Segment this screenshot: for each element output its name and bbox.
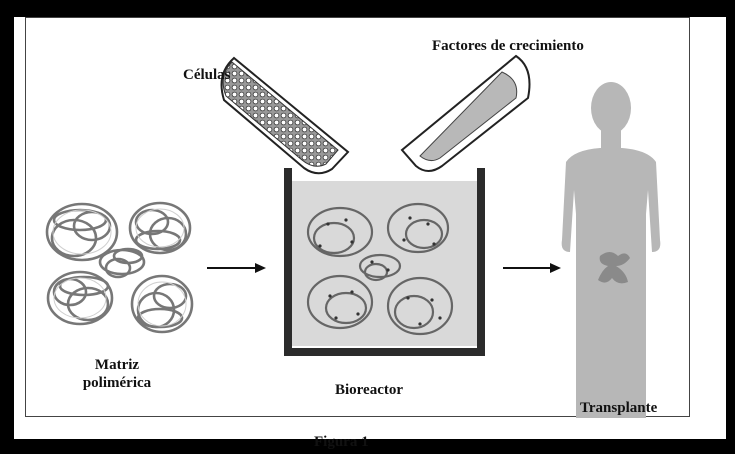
transplant-label: Transplante <box>580 399 657 417</box>
growth-factors-label: Factores de crecimiento <box>432 37 584 55</box>
cells-tube <box>222 58 348 173</box>
bioreactor-label: Bioreactor <box>335 381 403 399</box>
polymer-matrix <box>47 203 192 332</box>
human-silhouette <box>562 82 661 418</box>
arrow-to-transplant <box>503 263 561 273</box>
growth-factors-tube <box>402 56 530 171</box>
figure-caption: Figura 1 <box>314 434 369 451</box>
cells-label: Células <box>183 66 231 84</box>
arrow-to-bioreactor <box>207 263 266 273</box>
polymer-matrix-label: Matriz polimérica <box>62 356 172 392</box>
bioreactor <box>288 168 481 352</box>
